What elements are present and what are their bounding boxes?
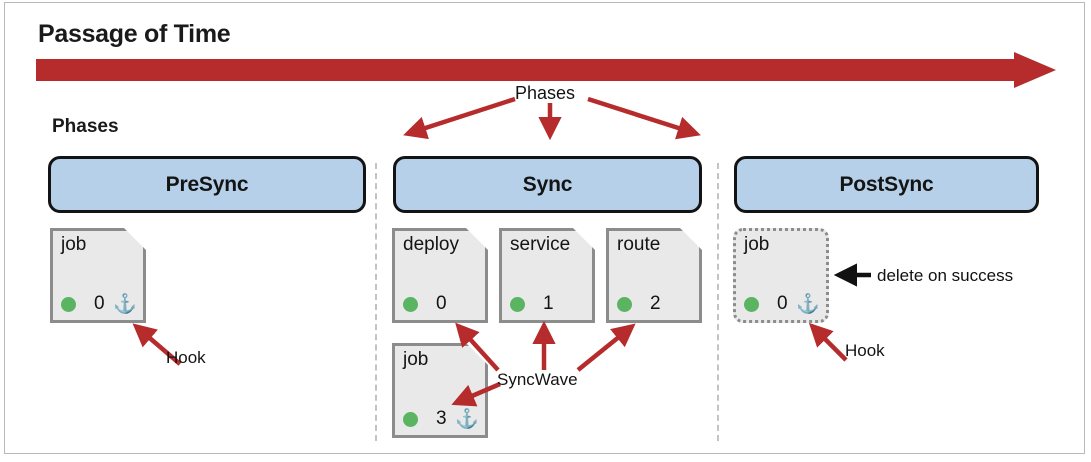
resource-card-sync-deploy[interactable]: deploy 0 xyxy=(392,228,488,323)
annotation-hook-postsync-label: Hook xyxy=(845,341,885,360)
phases-section-label: Phases xyxy=(52,116,119,137)
card-title: route xyxy=(617,234,661,255)
sync-wave-number: 0 xyxy=(94,293,105,314)
phase-box-presync[interactable]: PreSync xyxy=(48,156,366,213)
sync-status-dot xyxy=(403,296,418,312)
phases-callout-label: Phases xyxy=(515,83,576,103)
card-title: deploy xyxy=(403,234,459,255)
phases-callout-arrows xyxy=(380,95,720,145)
annotation-hook-postsync-arrow xyxy=(806,322,856,364)
sync-wave-number: 2 xyxy=(650,293,661,314)
resource-card-postsync-job[interactable]: job 0 ⚓ xyxy=(733,228,829,323)
sync-status-dot xyxy=(403,411,418,427)
divider-presync-sync xyxy=(375,163,377,441)
card-footer: 0 ⚓ xyxy=(744,292,820,316)
figure-title: Passage of Time xyxy=(38,20,231,48)
divider-sync-postsync xyxy=(717,163,719,441)
resource-card-sync-route[interactable]: route 2 xyxy=(606,228,702,323)
annotation-hook-presync-arrow xyxy=(128,322,188,368)
card-shape xyxy=(50,228,146,323)
sync-wave-number: 0 xyxy=(777,293,788,314)
sync-status-dot xyxy=(617,296,632,312)
phase-box-postsync[interactable]: PostSync xyxy=(734,156,1039,213)
card-footer: 1 xyxy=(510,292,586,316)
sync-status-dot xyxy=(744,296,759,312)
card-footer: 3 ⚓ xyxy=(403,407,479,431)
phase-label-postsync: PostSync xyxy=(839,172,934,196)
card-title: job xyxy=(403,349,429,370)
annotation-delete-on-success-label: delete on success xyxy=(877,266,1014,285)
card-title: job xyxy=(744,234,770,255)
anchor-icon: ⚓ xyxy=(455,408,479,430)
card-footer: 0 xyxy=(403,292,479,316)
annotation-syncwave-label: SyncWave xyxy=(497,370,578,389)
annotation-hook-presync-label: Hook xyxy=(166,348,206,367)
phase-label-presync: PreSync xyxy=(165,172,249,196)
phase-label-sync: Sync xyxy=(522,172,573,196)
card-title: service xyxy=(510,234,571,255)
sync-wave-number: 1 xyxy=(543,293,554,314)
card-shape xyxy=(606,228,702,323)
annotation-delete-on-success-arrow xyxy=(833,263,873,287)
anchor-icon: ⚓ xyxy=(796,293,820,315)
sync-wave-number: 0 xyxy=(436,293,447,314)
sync-status-dot xyxy=(61,296,76,312)
card-footer: 0 ⚓ xyxy=(61,292,137,316)
card-footer: 2 xyxy=(617,292,693,316)
passage-of-time-arrow xyxy=(36,52,1056,88)
card-title: job xyxy=(61,234,87,255)
sync-status-dot xyxy=(510,296,525,312)
resource-card-sync-service[interactable]: service 1 xyxy=(499,228,595,323)
sync-wave-number: 3 xyxy=(436,408,447,429)
phase-box-sync[interactable]: Sync xyxy=(393,156,702,213)
resource-card-presync-job[interactable]: job 0 ⚓ xyxy=(50,228,146,323)
annotation-syncwave-arrows xyxy=(430,320,660,407)
anchor-icon: ⚓ xyxy=(113,293,137,315)
